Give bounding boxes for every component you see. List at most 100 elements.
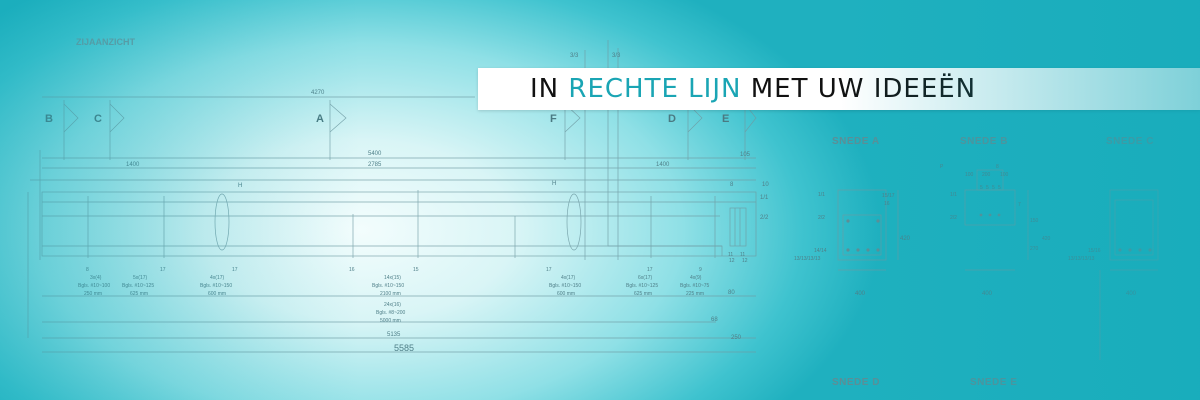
stirrup-group-long: 24x(16) Bgls. #8~200 5000 mm bbox=[376, 302, 406, 324]
rebar-number: 2/2 bbox=[760, 215, 769, 221]
stirrup-group: 4x(17) Bgls. #10~150 600 mm bbox=[549, 275, 581, 297]
stirrup-group: 4x(9) Bgls. #10~75 225 mm bbox=[680, 275, 710, 297]
section-a-label: 16 bbox=[884, 201, 890, 207]
section-b-label: 5 bbox=[992, 185, 995, 191]
dim-label: 80 bbox=[728, 290, 735, 296]
bottom-mark: 12 bbox=[729, 258, 735, 264]
svg-text:Bgls. #10~125: Bgls. #10~125 bbox=[122, 283, 154, 289]
svg-text:6x(17): 6x(17) bbox=[638, 275, 653, 281]
section-b-width: 400 bbox=[982, 291, 993, 297]
bottom-mark: 17 bbox=[160, 267, 166, 273]
stirrup-label: H bbox=[552, 181, 556, 187]
section-b-label: 7 bbox=[1018, 202, 1021, 208]
section-b-height: 150 bbox=[1030, 218, 1039, 224]
section-b-label: 200 bbox=[982, 172, 991, 178]
dim-label: 68 bbox=[711, 317, 718, 323]
bottom-mark: 16 bbox=[349, 267, 355, 273]
svg-text:Bgls. #8~200: Bgls. #8~200 bbox=[376, 310, 406, 316]
dim-label: 2785 bbox=[368, 162, 382, 168]
tagline: IN RECHTE LIJN MET UW IDEEËN bbox=[478, 68, 1200, 110]
section-a-label: 1/1 bbox=[818, 192, 825, 198]
stirrup-group: 6x(17) Bgls. #10~125 625 mm bbox=[626, 275, 658, 297]
section-c-width: 400 bbox=[1126, 291, 1137, 297]
svg-text:14x(15): 14x(15) bbox=[384, 275, 401, 281]
top-mark: 3/3 bbox=[612, 53, 621, 59]
dim-label: 5135 bbox=[387, 332, 401, 338]
bottom-mark: 9 bbox=[699, 267, 702, 273]
svg-text:2100 mm: 2100 mm bbox=[380, 291, 401, 297]
section-title-d: SNEDE D bbox=[832, 377, 880, 388]
svg-text:Bgls. #10~100: Bgls. #10~100 bbox=[78, 283, 110, 289]
section-c-label: 13/13/13/13 bbox=[1068, 256, 1095, 262]
svg-text:24x(16): 24x(16) bbox=[384, 302, 401, 308]
stirrup-group: 14x(15) Bgls. #10~150 2100 mm bbox=[372, 275, 404, 297]
section-a-label: 15/17 bbox=[882, 193, 895, 199]
bottom-mark: 11 bbox=[728, 252, 733, 258]
section-title-b: SNEDE B bbox=[960, 136, 1008, 147]
section-b-label: 5 bbox=[980, 185, 983, 191]
section-b-label: 5 bbox=[998, 185, 1001, 191]
section-b-label: 1/1 bbox=[950, 192, 957, 198]
section-a-label: 14/14 bbox=[814, 248, 827, 254]
section-a-label: 2/2 bbox=[818, 215, 825, 221]
section-title-a: SNEDE A bbox=[832, 136, 880, 147]
dim-label: 105 bbox=[740, 152, 751, 158]
section-b-label: 100 bbox=[1000, 172, 1009, 178]
tagline-box bbox=[478, 68, 1200, 110]
svg-text:4x(17): 4x(17) bbox=[561, 275, 576, 281]
dim-label: 250 bbox=[731, 335, 742, 341]
top-mark: 3/3 bbox=[570, 53, 579, 59]
section-mark-b: B bbox=[45, 113, 53, 125]
section-c-label: 15/16 bbox=[1088, 248, 1101, 254]
svg-text:Bgls. #10~150: Bgls. #10~150 bbox=[549, 283, 581, 289]
dim-label: 1400 bbox=[126, 162, 140, 168]
section-mark-e: E bbox=[722, 113, 729, 125]
bottom-mark: 17 bbox=[232, 267, 238, 273]
rebar-number: 1/1 bbox=[760, 195, 769, 201]
section-mark-d: D bbox=[668, 113, 676, 125]
section-title-c: SNEDE C bbox=[1106, 136, 1154, 147]
tagline-part-3: MET UW IDEEËN bbox=[741, 74, 977, 104]
dim-label: 5400 bbox=[368, 151, 382, 157]
svg-text:3x(4): 3x(4) bbox=[90, 275, 102, 281]
bottom-mark: 12 bbox=[742, 258, 748, 264]
svg-text:Bgls. #10~150: Bgls. #10~150 bbox=[200, 283, 232, 289]
stirrup-group: 4x(17) Bgls. #10~150 600 mm bbox=[200, 275, 232, 297]
svg-text:250 mm: 250 mm bbox=[84, 291, 102, 297]
section-b-label: 5 bbox=[986, 185, 989, 191]
svg-text:Bgls. #10~150: Bgls. #10~150 bbox=[372, 283, 404, 289]
section-mark-f: F bbox=[550, 113, 557, 125]
section-b-label: 2/2 bbox=[950, 215, 957, 221]
section-a-width: 400 bbox=[855, 291, 866, 297]
stirrup-label: H bbox=[238, 183, 242, 189]
section-b-height: 270 bbox=[1030, 246, 1039, 252]
svg-text:225 mm: 225 mm bbox=[686, 291, 704, 297]
svg-text:600 mm: 600 mm bbox=[208, 291, 226, 297]
svg-text:625 mm: 625 mm bbox=[130, 291, 148, 297]
stirrup-group: 3x(4) Bgls. #10~100 250 mm bbox=[78, 275, 110, 297]
tagline-part-1: IN bbox=[530, 74, 569, 104]
section-b-height: 420 bbox=[1042, 236, 1051, 242]
svg-text:5x(17): 5x(17) bbox=[133, 275, 148, 281]
section-a-label: 13/13/13/13 bbox=[794, 256, 821, 262]
section-b-label: P bbox=[940, 164, 944, 170]
section-b-label: 100 bbox=[965, 172, 974, 178]
section-mark-a: A bbox=[316, 113, 324, 125]
section-mark-c: C bbox=[94, 113, 102, 125]
bottom-mark: 17 bbox=[546, 267, 552, 273]
dim-label: 1400 bbox=[656, 162, 670, 168]
rebar-number: 10 bbox=[762, 182, 769, 188]
svg-text:4x(9): 4x(9) bbox=[690, 275, 702, 281]
tagline-accent: RECHTE LIJN bbox=[568, 74, 742, 104]
svg-text:Bgls. #10~125: Bgls. #10~125 bbox=[626, 283, 658, 289]
dim-label: 4270 bbox=[311, 90, 325, 96]
bottom-mark: 11 bbox=[740, 252, 745, 258]
svg-text:600 mm: 600 mm bbox=[557, 291, 575, 297]
rebar-number: 8 bbox=[730, 182, 734, 188]
svg-text:4x(17): 4x(17) bbox=[210, 275, 225, 281]
bottom-mark: 15 bbox=[413, 267, 419, 273]
svg-text:625 mm: 625 mm bbox=[634, 291, 652, 297]
bottom-mark: 17 bbox=[647, 267, 653, 273]
section-title-e: SNEDE E bbox=[970, 377, 1017, 388]
